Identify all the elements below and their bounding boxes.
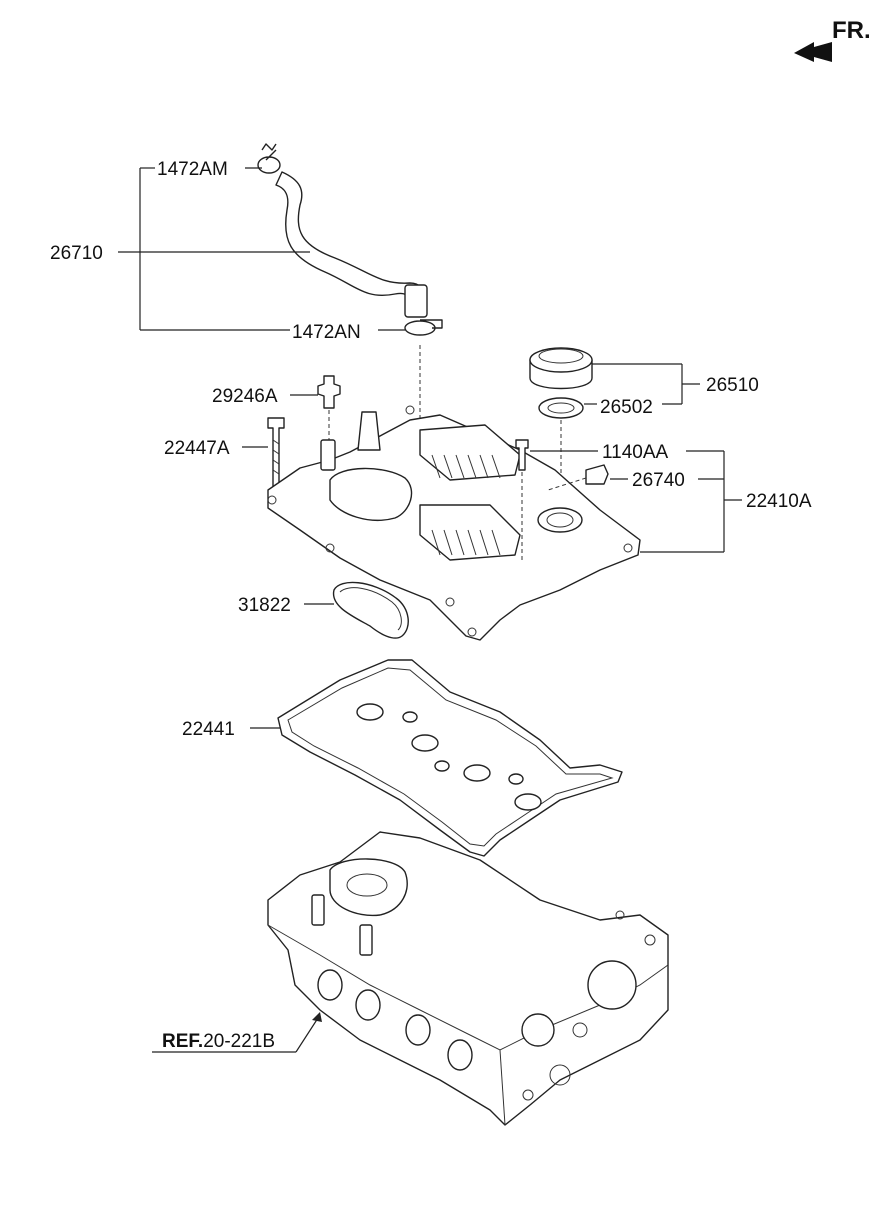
breather-hose-group xyxy=(257,143,443,495)
front-label: FR. xyxy=(832,17,871,44)
rocker-small-parts xyxy=(515,439,609,560)
callout-1472AM[interactable]: 1472AM xyxy=(157,159,228,180)
front-direction-indicator: FR. xyxy=(794,17,871,62)
ref-prefix: REF. xyxy=(162,1031,203,1052)
callout-1140AA[interactable]: 1140AA xyxy=(602,442,669,463)
cylinder-head[interactable] xyxy=(267,831,669,1126)
breather-hose[interactable] xyxy=(275,171,424,303)
svg-text:REF.20-221B: REF.20-221B xyxy=(162,1031,275,1052)
callout-31822[interactable]: 31822 xyxy=(238,595,291,616)
cap-leaders xyxy=(584,363,700,405)
callout-26740[interactable]: 26740 xyxy=(632,470,685,491)
front-arrow-icon xyxy=(794,42,832,62)
callout-26502[interactable]: 26502 xyxy=(600,397,653,418)
ref-code: 20-221B xyxy=(203,1031,275,1052)
hose-leaders xyxy=(118,167,405,331)
callout-26710[interactable]: 26710 xyxy=(50,243,103,264)
oil-filler-cap-group xyxy=(529,347,593,510)
hose-end-lower xyxy=(404,284,428,318)
hose-clamp-upper-icon[interactable] xyxy=(257,143,281,174)
callout-26510[interactable]: 26510 xyxy=(706,375,759,396)
oil-control-valve[interactable] xyxy=(585,464,609,485)
callout-22447A[interactable]: 22447A xyxy=(164,438,230,459)
bolt-long[interactable] xyxy=(267,417,285,489)
callout-22410A[interactable]: 22410A xyxy=(746,491,812,512)
hose-clamp-lower-icon[interactable] xyxy=(404,319,443,336)
callout-29246A[interactable]: 29246A xyxy=(212,386,278,407)
rocker-cover[interactable] xyxy=(267,405,641,641)
pcv-valve[interactable] xyxy=(317,375,341,409)
rocker-leaders xyxy=(530,450,742,553)
rocker-cover-gasket[interactable] xyxy=(277,659,623,857)
callout-22441[interactable]: 22441 xyxy=(182,719,235,740)
callout-1472AN[interactable]: 1472AN xyxy=(292,322,361,343)
reference-callout[interactable]: REF.20-221B xyxy=(152,1012,322,1053)
cap-gasket-ring[interactable] xyxy=(538,397,584,419)
filler-gasket[interactable] xyxy=(332,581,409,639)
bolt-short[interactable] xyxy=(515,439,529,471)
